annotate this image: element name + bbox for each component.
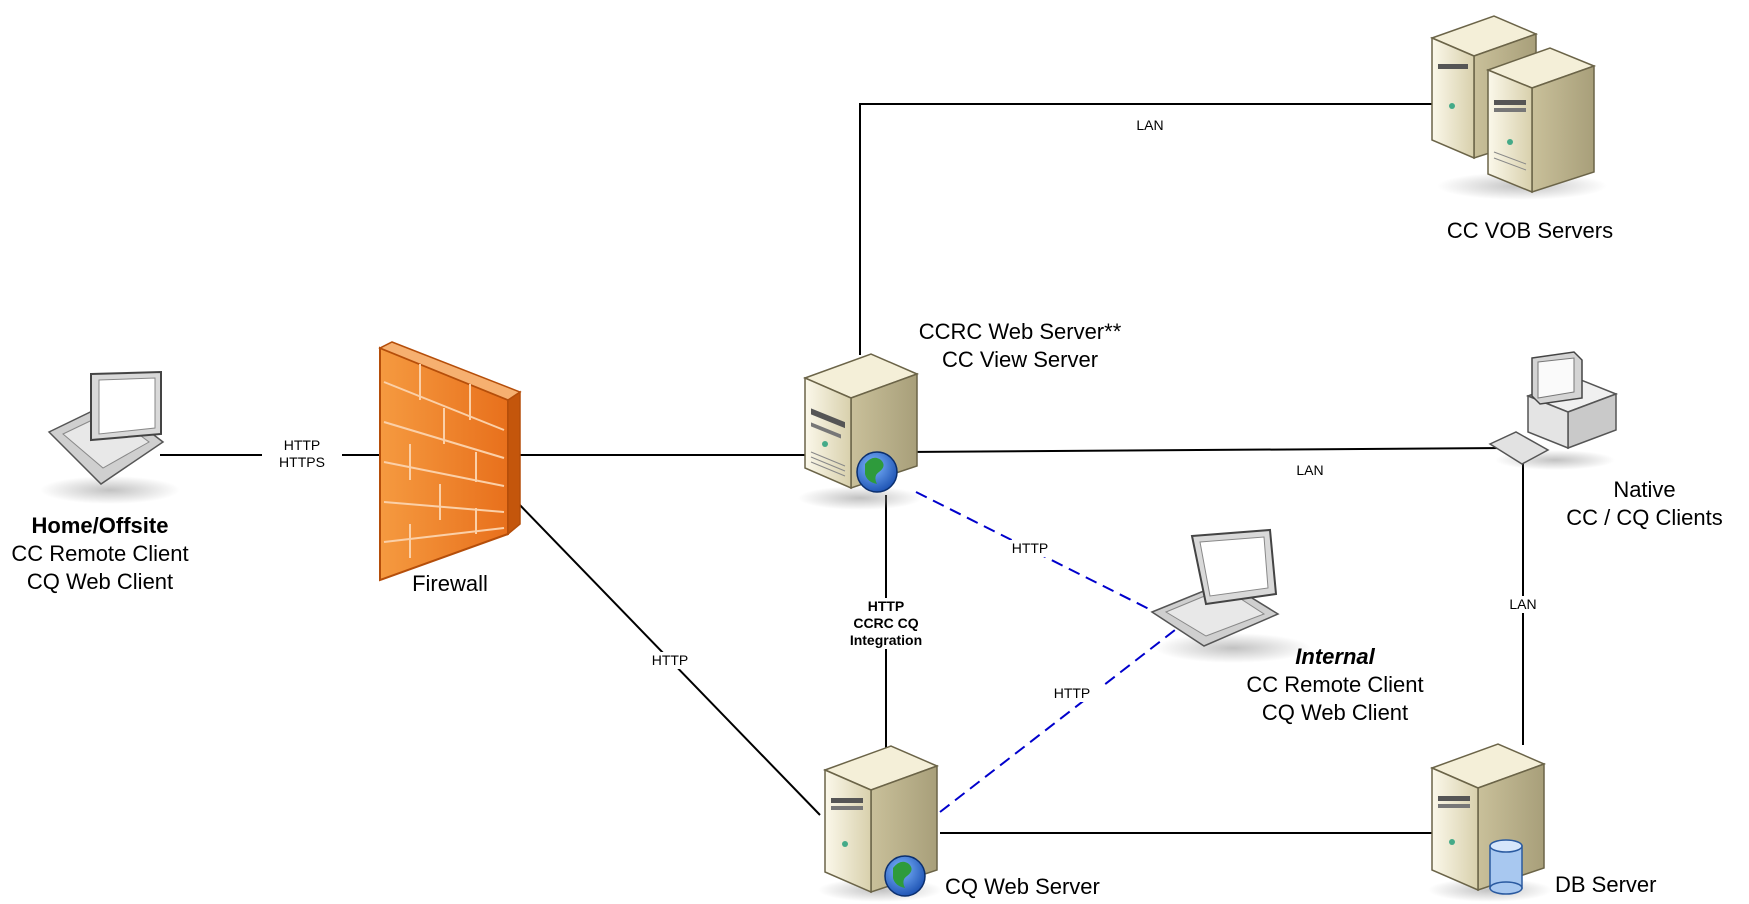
home-client-line2: CQ Web Client [26,569,174,594]
vob-servers-label: CC VOB Servers [1446,218,1614,243]
laptop-icon[interactable] [1150,528,1311,663]
cq-internal-label: HTTP [1042,685,1102,702]
cq-server-label: CQ Web Server [945,874,1100,899]
ccrc-cq-line3: Integration [849,632,923,648]
internal-client-label: Internal CC Remote Client CQ Web Client [1215,643,1455,727]
ccrc-server-label: CCRC Web Server** CC View Server [890,318,1150,374]
ccrc-internal-label: HTTP [1000,540,1060,557]
internal-client-line2: CQ Web Client [1261,700,1409,725]
ccrc-cq-line1: HTTP [867,598,905,614]
internal-client-line1: CC Remote Client [1246,672,1424,697]
ccrc-server-line1: CCRC Web Server** [918,319,1122,344]
link-ccrc-vob [859,103,1448,355]
native-clients-line2: CC / CQ Clients [1566,505,1723,530]
ccrc-cq-line2: CCRC CQ [853,615,919,631]
link-cq-internal[interactable] [939,629,1176,813]
ccrc-server-line2: CC View Server [941,347,1099,372]
ccrc-native-label: LAN [1296,462,1324,478]
database-icon [1489,839,1523,895]
db-server-label: DB Server [1555,872,1657,897]
ccrc-server-icon[interactable] [798,353,922,510]
vob-servers-icon[interactable] [1429,15,1607,200]
home-firewall-line1: HTTP [283,437,321,453]
link-ccrc-native [904,447,1506,453]
cq-server-icon[interactable] [818,745,942,902]
home-firewall-label: HTTP HTTPS [262,437,342,471]
firewall-label: Firewall [412,571,488,596]
ccrc-cq-label: HTTP CCRC CQ Integration [830,598,942,649]
home-client-label: Home/Offsite CC Remote Client CQ Web Cli… [0,512,200,596]
native-db-label: LAN [1498,596,1548,613]
home-client-line1: CC Remote Client [11,541,189,566]
home-firewall-line2: HTTPS [279,454,325,470]
desktop-pc-icon[interactable] [1488,351,1619,470]
native-clients-label: Native CC / CQ Clients [1540,476,1749,532]
db-server-icon[interactable] [1428,743,1552,902]
laptop-icon[interactable] [40,370,180,504]
ccrc-vob-label: LAN [1136,117,1164,133]
internal-client-title: Internal [1295,644,1375,669]
firewall-cq-label: HTTP [640,652,700,669]
firewall-icon[interactable] [378,341,522,582]
home-client-title: Home/Offsite [31,513,169,538]
native-clients-line1: Native [1613,477,1676,502]
